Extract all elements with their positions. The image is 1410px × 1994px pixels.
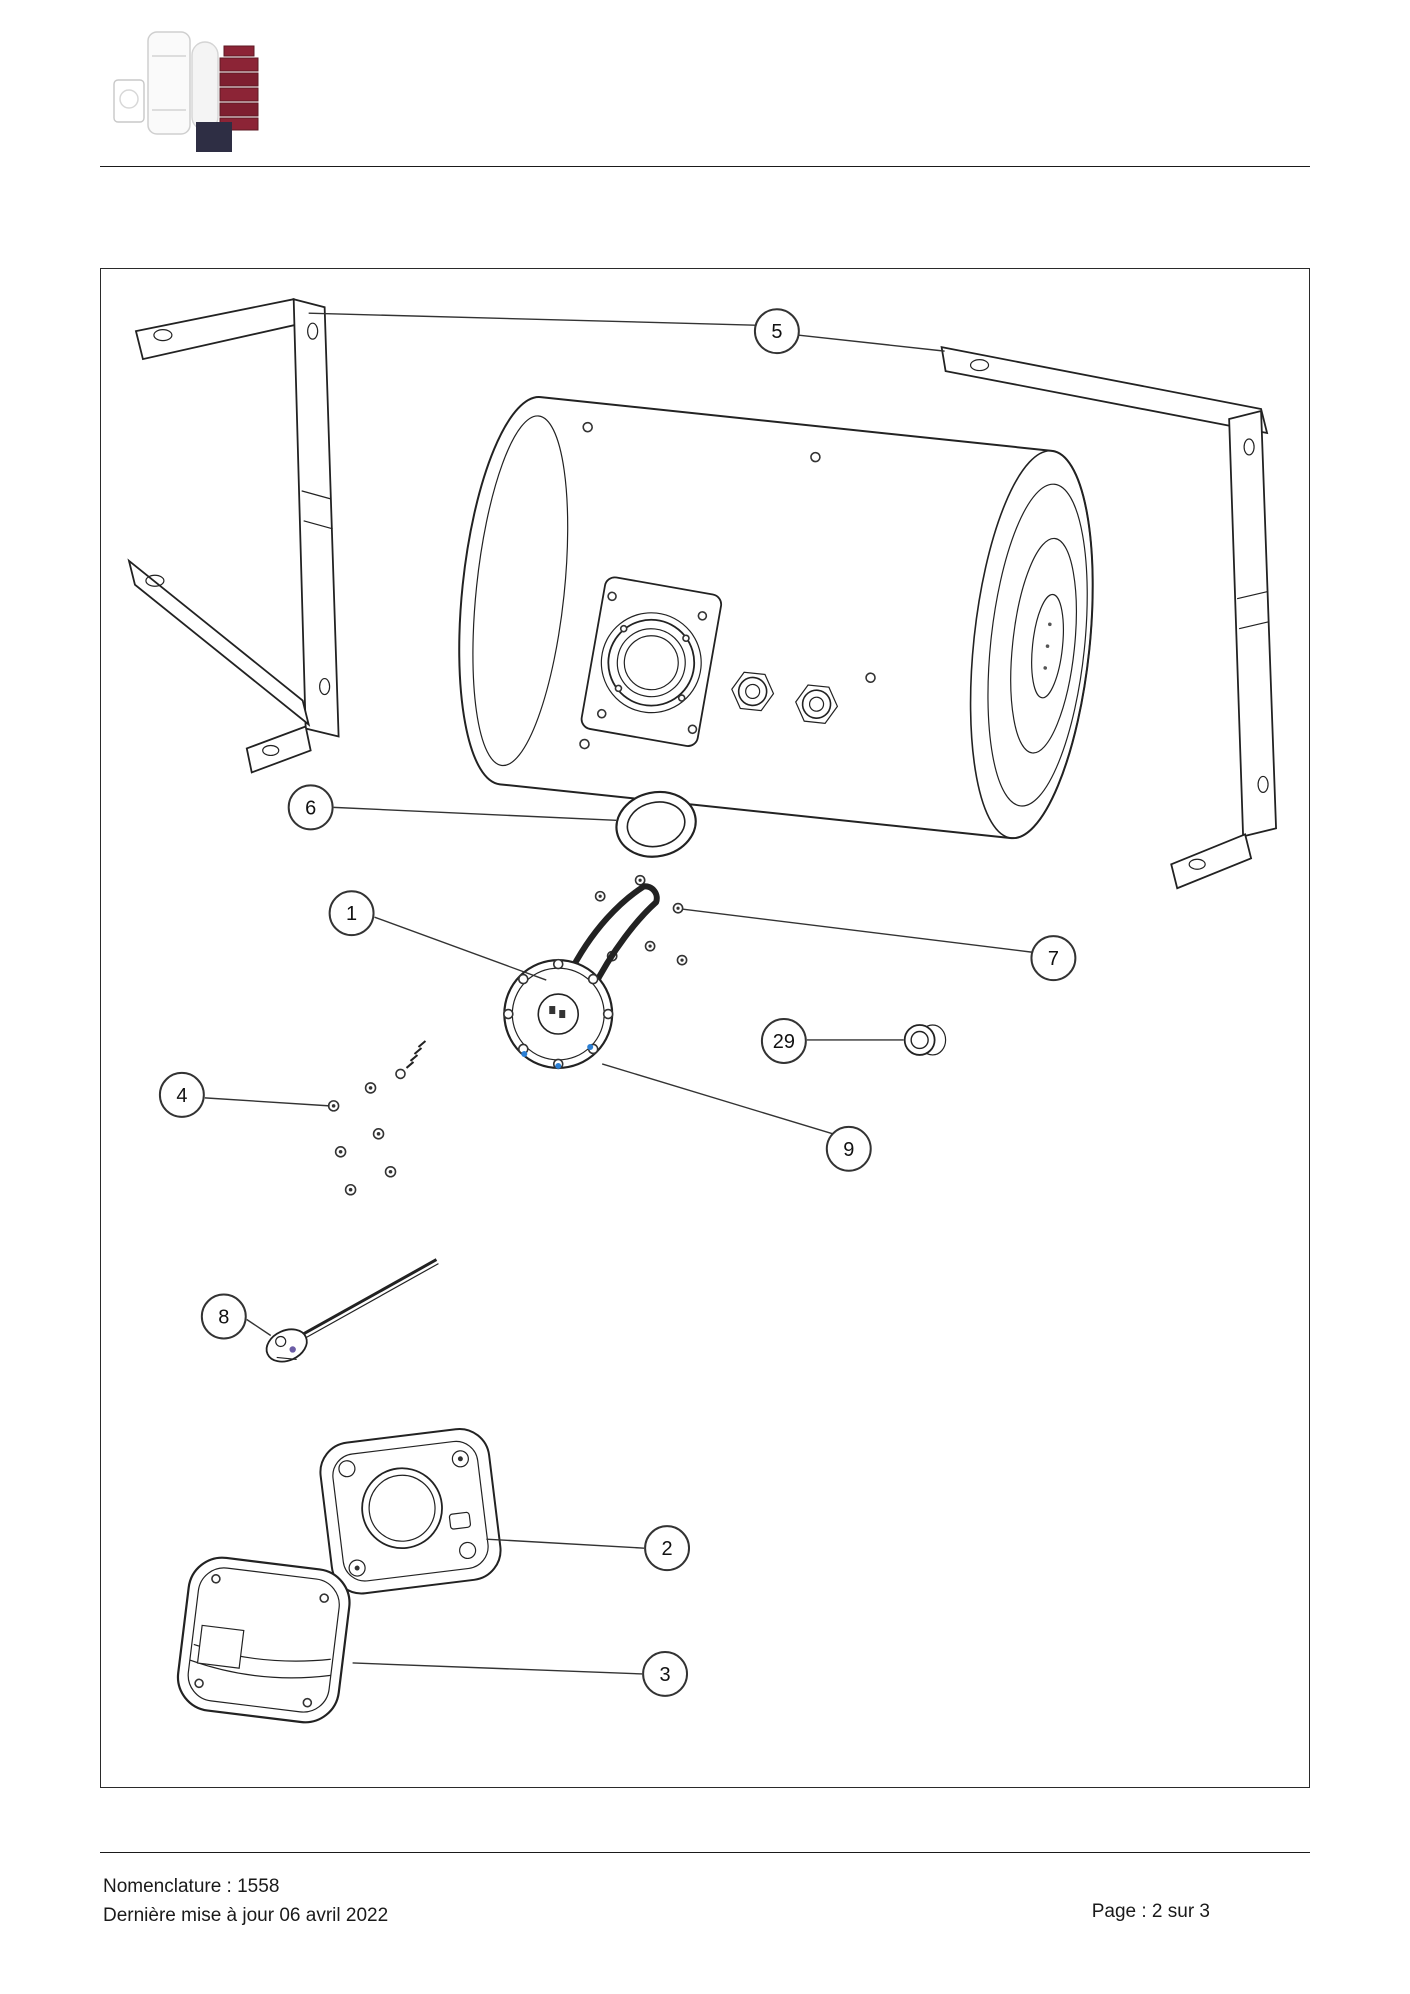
callout-8-label: 8 xyxy=(218,1307,229,1329)
pipe-fitting-left xyxy=(731,671,775,712)
footer-divider xyxy=(100,1852,1310,1853)
tank-body xyxy=(458,396,1094,840)
screw-set xyxy=(327,1040,427,1196)
logo-maroon-stack xyxy=(219,45,259,131)
bracket-left xyxy=(127,298,340,774)
callout-9-label: 9 xyxy=(843,1139,854,1161)
callout-2: 2 xyxy=(644,1525,691,1572)
logo-heater-small xyxy=(113,79,145,123)
callout-5: 5 xyxy=(753,308,800,355)
callout-9: 9 xyxy=(825,1125,872,1172)
callout-6: 6 xyxy=(287,784,334,831)
callout-8: 8 xyxy=(200,1293,247,1340)
callout-1-label: 1 xyxy=(346,903,357,925)
inner-cover xyxy=(319,1427,502,1595)
callout-7-label: 7 xyxy=(1048,948,1059,970)
page-header xyxy=(112,26,292,161)
outer-cover xyxy=(176,1556,351,1724)
header-divider xyxy=(100,166,1310,167)
shell-screws xyxy=(579,421,876,750)
diagram-frame: 5 6 1 7 29 4 9 8 2 3 xyxy=(100,268,1310,1788)
exploded-diagram: 5 6 1 7 29 4 9 8 2 3 xyxy=(127,298,1277,1724)
callout-29-label: 29 xyxy=(773,1031,795,1053)
callout-7: 7 xyxy=(1030,935,1077,982)
flange-screws xyxy=(594,874,688,966)
callout-1: 1 xyxy=(328,890,375,937)
callout-3-label: 3 xyxy=(660,1664,671,1686)
callout-2-label: 2 xyxy=(662,1538,673,1560)
leader-lines xyxy=(204,312,1032,1675)
nomenclature-text: Nomenclature : 1558 xyxy=(103,1876,280,1897)
brand-logo xyxy=(113,31,259,152)
bracket-right xyxy=(940,345,1277,890)
callout-5-label: 5 xyxy=(771,321,782,343)
callout-29: 29 xyxy=(760,1018,807,1064)
logo-cylinder xyxy=(191,41,219,131)
thermostat xyxy=(265,1258,439,1363)
logo-dark-box xyxy=(196,122,232,152)
last-updated-text: Dernière mise à jour 06 avril 2022 xyxy=(103,1905,389,1927)
footer-info: Nomenclature : 1558 Dernière mise à jour… xyxy=(103,1872,388,1931)
callout-3: 3 xyxy=(642,1650,689,1697)
tank-flange-plate xyxy=(580,576,723,747)
callout-6-label: 6 xyxy=(305,797,316,819)
page-number-text: Page : 2 sur 3 xyxy=(1091,1901,1210,1922)
bushing-cap xyxy=(903,1024,947,1056)
heating-element xyxy=(503,883,660,1070)
logo-heater-tall xyxy=(147,31,191,135)
pipe-fitting-right xyxy=(795,684,839,724)
gasket xyxy=(615,790,697,858)
callout-4: 4 xyxy=(158,1071,205,1118)
callout-4-label: 4 xyxy=(176,1085,187,1107)
